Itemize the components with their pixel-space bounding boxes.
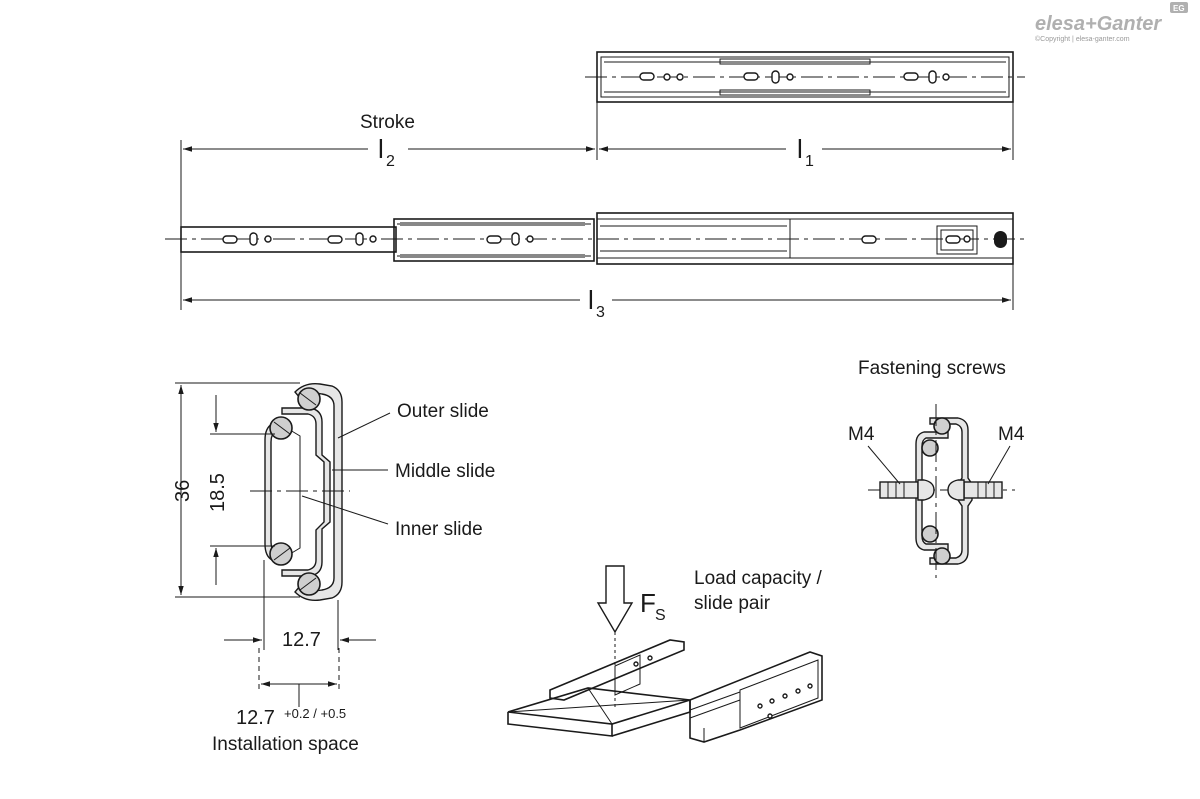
slide-callouts: Outer slide Middle slide Inner slide <box>301 401 495 540</box>
dim-l2-main: l <box>378 134 384 164</box>
left-screw-label: M4 <box>848 424 875 445</box>
load-label-line2: slide pair <box>694 593 771 614</box>
logo-badge-icon <box>1170 2 1188 13</box>
dimension-install: 12.7 +0.2 / +0.5 Installation space <box>212 648 359 755</box>
callout-outer-slide: Outer slide <box>397 401 489 422</box>
callout-middle-slide: Middle slide <box>395 461 495 482</box>
dimension-center: 18.5 <box>207 395 229 585</box>
force-arrow-icon <box>596 565 634 634</box>
logo-text: elesa+Ganter <box>1035 13 1162 35</box>
dim-l3-main: l <box>588 285 594 315</box>
cross-section-view <box>175 382 350 650</box>
install-label: Installation space <box>212 734 359 755</box>
dim-height-text: 36 <box>172 480 194 502</box>
dim-l2-sub: 2 <box>386 153 395 170</box>
fastening-screws-detail: Fastening screws M4 M4 <box>848 358 1025 578</box>
dimension-width: 12.7 <box>224 629 376 651</box>
stroke-label: Stroke <box>360 112 415 133</box>
logo-badge: EG <box>1173 4 1185 13</box>
fastening-title: Fastening screws <box>858 358 1006 379</box>
brand-logo: elesa+Ganter EG ©Copyright | elesa-gante… <box>1035 2 1188 43</box>
extended-slide-view <box>165 212 1025 310</box>
force-sub: S <box>655 607 666 624</box>
dim-install-text: 12.7 <box>236 707 275 729</box>
load-label-line1: Load capacity / <box>694 568 823 589</box>
logo-copyright: ©Copyright | elesa-ganter.com <box>1035 35 1130 43</box>
load-capacity-detail: F S Load capacity / slide pair <box>507 565 823 743</box>
force-main: F <box>640 588 656 618</box>
dim-center-text: 18.5 <box>207 473 229 512</box>
dimension-l1: l 1 <box>599 134 1011 170</box>
dim-l1-main: l <box>797 134 803 164</box>
dim-width-text: 12.7 <box>282 629 321 651</box>
dim-l1-sub: 1 <box>805 153 814 170</box>
right-screw-label: M4 <box>998 424 1025 445</box>
dim-install-tolerance: +0.2 / +0.5 <box>284 706 346 721</box>
dimension-l2: l 2 Stroke <box>180 112 595 240</box>
dimension-l3: l 3 <box>183 285 1011 321</box>
dim-l3-sub: 3 <box>596 304 605 321</box>
callout-inner-slide: Inner slide <box>395 519 483 540</box>
closed-slide-view <box>585 51 1025 160</box>
dimension-height: 36 <box>172 385 194 595</box>
